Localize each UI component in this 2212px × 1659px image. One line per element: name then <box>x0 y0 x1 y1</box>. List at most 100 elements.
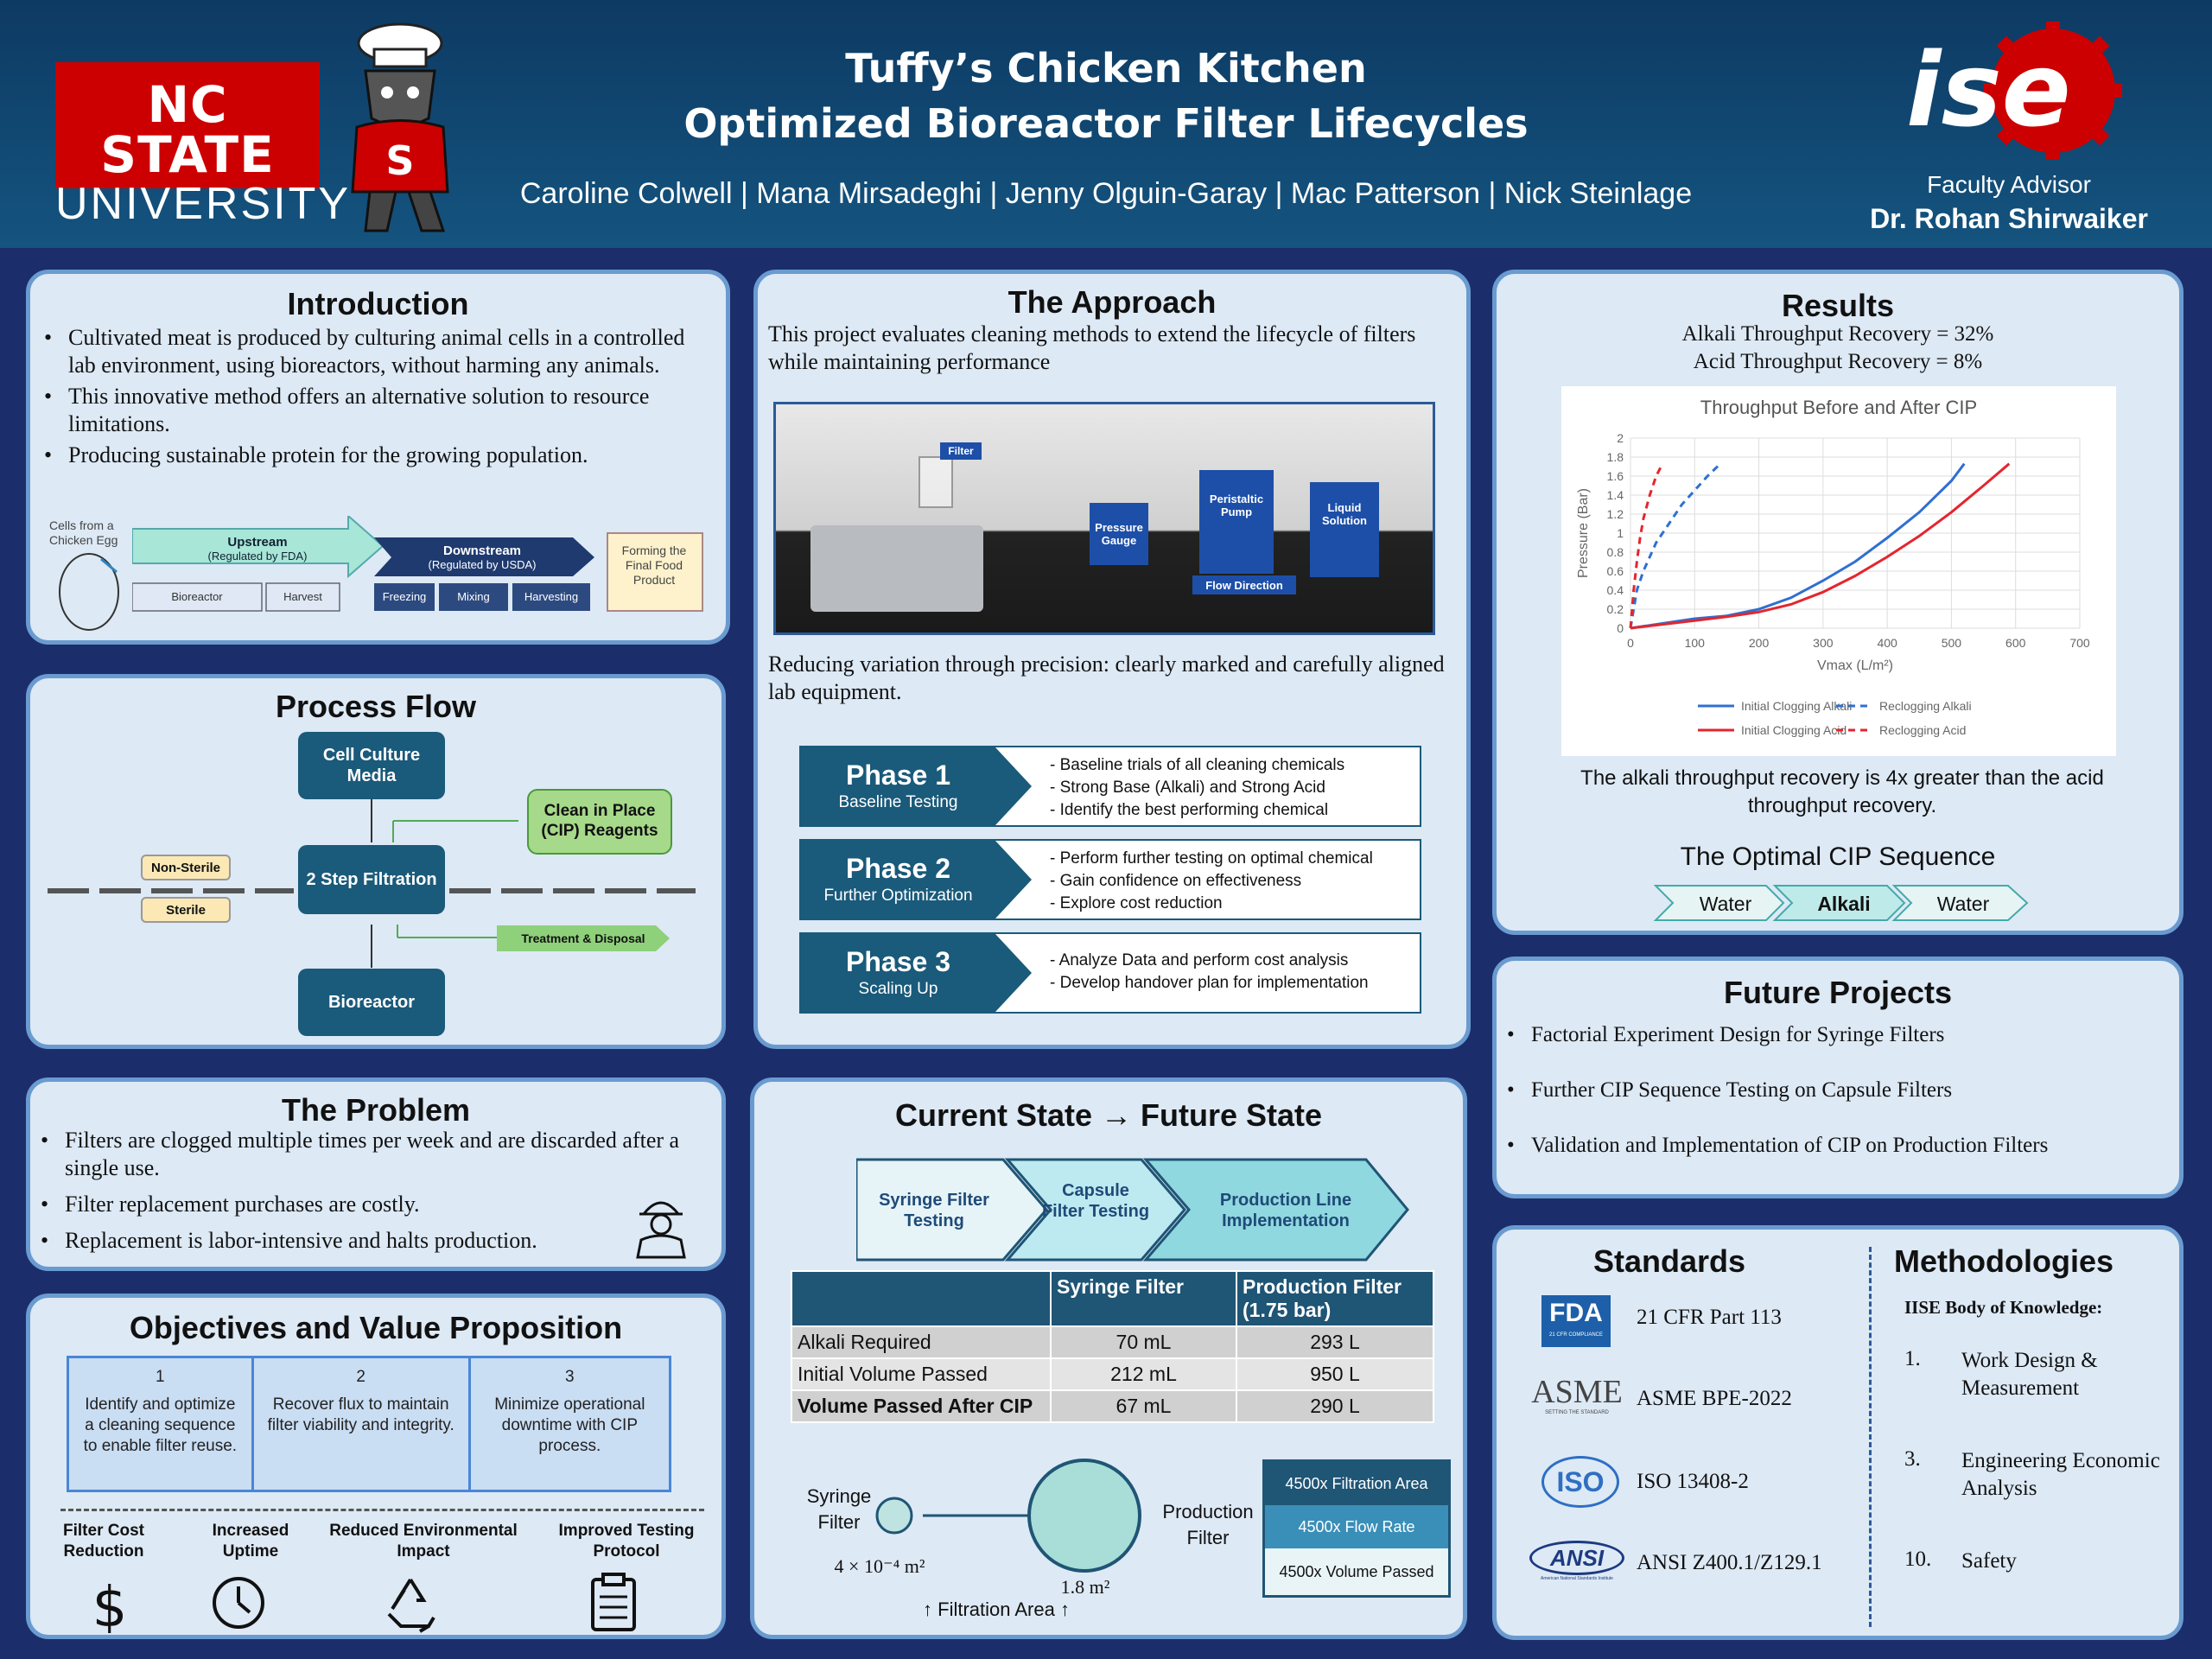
future-project: Further CIP Sequence Testing on Capsule … <box>1505 1077 2171 1104</box>
downstream-sub: (Regulated by USDA) <box>428 558 537 571</box>
objectives-title: Objectives and Value Proposition <box>129 1310 623 1345</box>
objectives-boxes: 1 Identify and optimize a cleaning seque… <box>67 1356 671 1492</box>
table-cell: 70 mL <box>1050 1325 1237 1359</box>
table-cell: Initial Volume Passed <box>791 1357 1052 1391</box>
phase-item: Identify the best performing chemical <box>1050 799 1344 822</box>
x-tick-label: 100 <box>1685 636 1706 650</box>
sterile-label: Sterile <box>141 897 231 923</box>
advisor-label: Faculty Advisor <box>1927 171 2091 198</box>
phase-arrow <box>995 747 1032 825</box>
objective-number: 2 <box>356 1368 365 1386</box>
objective-item: 2 Recover flux to maintain filter viabil… <box>254 1358 471 1490</box>
process-flow-title: Process Flow <box>275 689 477 724</box>
problem-bullet: Filters are clogged multiple times per w… <box>39 1127 721 1182</box>
acid-recovery: Acid Throughput Recovery = 8% <box>1693 350 1983 373</box>
phase-label-block: Phase 3 Scaling Up <box>801 934 995 1012</box>
phase-item: Perform further testing on optimal chemi… <box>1050 848 1373 870</box>
value-label: Increased Uptime <box>212 1522 289 1560</box>
method-text: Safety <box>1961 1549 2017 1573</box>
standard-text: ASME BPE-2022 <box>1637 1387 1792 1410</box>
current-future-title: Current State → Future State <box>894 1097 1323 1133</box>
down-step: Mixing <box>457 590 490 603</box>
syringe-filter-label: Syringe Filter <box>806 1485 872 1533</box>
approach-caption: Reducing variation through precision: cl… <box>768 652 1445 704</box>
table-row: Initial Volume Passed 212 mL 950 L <box>791 1357 1434 1391</box>
problem-bullets: Filters are clogged multiple times per w… <box>39 1127 721 1255</box>
standard-text: 21 CFR Part 113 <box>1637 1306 1782 1329</box>
phase-sub: Baseline Testing <box>838 793 958 811</box>
poster-header: NC STATE UNIVERSITY S Tuffy’s Chicken Ki… <box>0 0 2212 248</box>
poster-title-line-1: Tuffy’s Chicken Kitchen <box>845 45 1367 92</box>
up-step: Bioreactor <box>171 590 223 603</box>
y-axis-label: Pressure (Bar) <box>1576 488 1591 578</box>
asme-logo-text: ASME <box>1531 1374 1623 1410</box>
standards-panel: Standards Methodologies FDA 21 CFR COMPL… <box>1492 1225 2183 1640</box>
future-project-bullets: Factorial Experiment Design for Syringe … <box>1505 1021 2171 1160</box>
phase-item: Develop handover plan for implementation <box>1050 972 1369 995</box>
y-tick-label: 1.6 <box>1607 469 1624 483</box>
y-tick-label: 1 <box>1617 526 1624 540</box>
x-tick-label: 400 <box>1877 636 1897 650</box>
method-number: 10. <box>1904 1548 1932 1571</box>
legend-entry: Initial Clogging Alkali <box>1741 699 1852 713</box>
peristaltic-pump-label: Peristaltic Pump <box>1199 470 1274 574</box>
phase-arrow <box>995 934 1032 1012</box>
phase-2: Phase 2 Further Optimization Perform fur… <box>799 839 1421 920</box>
introduction-panel: Introduction Cultivated meat is produced… <box>26 270 730 645</box>
method-text: Work Design & Measurement <box>1961 1349 2098 1400</box>
scale-stat: 4500x Volume Passed <box>1265 1548 1448 1595</box>
y-tick-label: 1.4 <box>1607 488 1624 502</box>
ncsu-logo: NC STATE UNIVERSITY <box>55 62 348 229</box>
phase-3: Phase 3 Scaling Up Analyze Data and perf… <box>799 932 1421 1014</box>
cip-step: Water <box>1699 893 1752 915</box>
liquid-solution-label: Liquid Solution <box>1310 482 1379 577</box>
value-label: Improved Testing Protocol <box>558 1522 695 1560</box>
dollar-icon: $ <box>92 1576 128 1633</box>
production-area: 1.8 m² <box>1060 1576 1110 1598</box>
y-tick-label: 0.6 <box>1607 564 1624 578</box>
x-axis-label: Vmax (L/m²) <box>1817 658 1893 673</box>
phase-items: Analyze Data and perform cost analysis D… <box>1050 950 1369 995</box>
egg-icon <box>59 553 119 631</box>
legend-entry: Reclogging Alkali <box>1879 699 1972 713</box>
wolf-mascot-icon: S <box>351 22 449 232</box>
cip-step: Alkali <box>1817 893 1871 915</box>
series-line <box>1629 463 1664 629</box>
cip-sequence-title: The Optimal CIP Sequence <box>1680 842 1996 871</box>
clock-icon <box>213 1577 264 1629</box>
area-caption: ↑ Filtration Area ↑ <box>923 1599 1070 1620</box>
phase-name: Phase 2 <box>846 853 950 884</box>
upstream-sub: (Regulated by FDA) <box>207 550 308 563</box>
author-list: Caroline Colwell | Mana Mirsadeghi | Jen… <box>519 177 1693 210</box>
legend-entry: Reclogging Acid <box>1879 723 1966 737</box>
pressure-gauge-label: Pressure Gauge <box>1090 503 1148 565</box>
problem-panel: The Problem Filters are clogged multiple… <box>26 1077 726 1271</box>
future-project: Factorial Experiment Design for Syringe … <box>1505 1021 2171 1049</box>
bioreactor-node: Bioreactor <box>298 969 445 1036</box>
x-tick-label: 300 <box>1813 636 1834 650</box>
y-tick-label: 0.8 <box>1607 545 1624 559</box>
clipboard-icon <box>591 1573 636 1631</box>
phase-arrow <box>995 841 1032 918</box>
objective-number: 1 <box>156 1368 165 1386</box>
x-tick-label: 200 <box>1749 636 1770 650</box>
phase-sub: Scaling Up <box>858 980 938 998</box>
table-cell: Volume Passed After CIP <box>791 1389 1052 1423</box>
series-line <box>1629 462 1722 629</box>
alkali-recovery: Alkali Throughput Recovery = 32% <box>1681 322 1994 346</box>
phase-label-block: Phase 1 Baseline Testing <box>801 747 995 825</box>
cip-sequence-arrows <box>1654 885 2029 921</box>
table-row: Alkali Required 70 mL 293 L <box>791 1325 1434 1359</box>
series-line <box>1630 462 1966 630</box>
phase-name: Phase 1 <box>846 760 950 791</box>
filter-label: Filter <box>940 442 982 460</box>
objectives-panel: Objectives and Value Proposition 1 Ident… <box>26 1294 726 1639</box>
phase-item: Baseline trials of all cleaning chemical… <box>1050 754 1345 777</box>
method-number: 1. <box>1904 1347 1921 1370</box>
production-filter-circle <box>1027 1459 1141 1573</box>
iso-logo-text: ISO <box>1556 1465 1605 1497</box>
y-tick-label: 0.2 <box>1607 602 1624 616</box>
recycle-icon <box>387 1578 435 1633</box>
intro-bullet: Producing sustainable protein for the gr… <box>42 442 716 469</box>
